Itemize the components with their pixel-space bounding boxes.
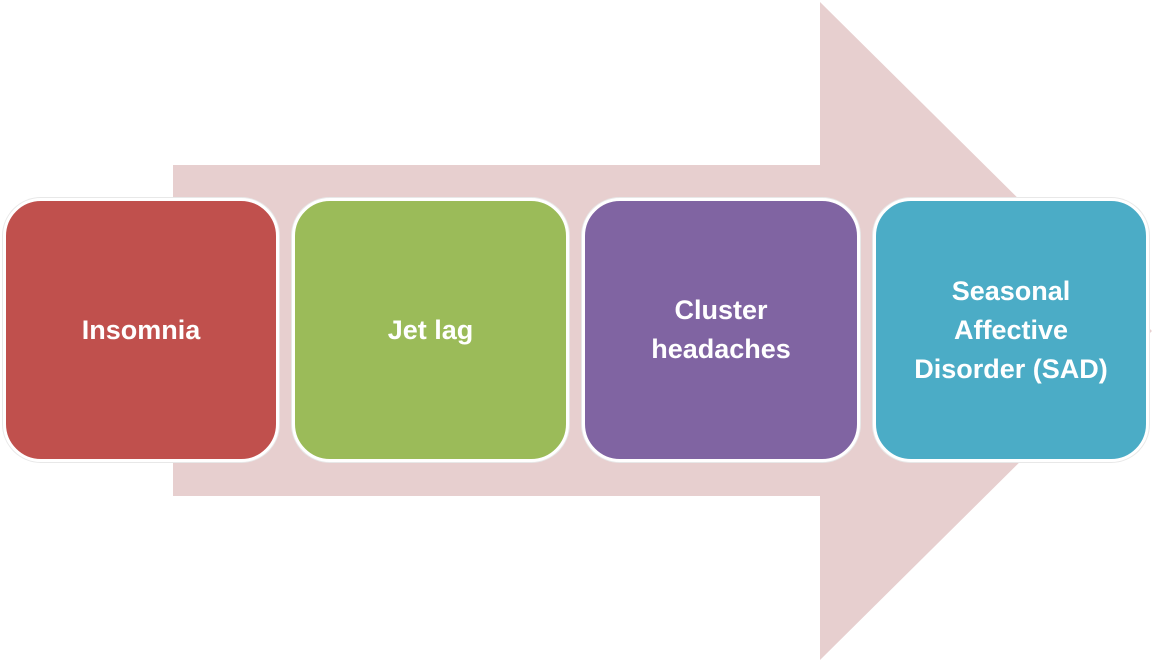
step-box-insomnia: Insomnia: [3, 198, 279, 462]
step-label-seasonal-affective-disorder: Seasonal Affective Disorder (SAD): [914, 275, 1108, 384]
step-box-jet-lag: Jet lag: [292, 198, 569, 462]
step-box-cluster-headaches: Cluster headaches: [582, 198, 860, 462]
step-label-cluster-headaches: Cluster headaches: [651, 295, 791, 364]
step-label-jet-lag: Jet lag: [387, 314, 474, 345]
step-box-seasonal-affective-disorder: Seasonal Affective Disorder (SAD): [873, 198, 1149, 462]
step-label-insomnia: Insomnia: [81, 314, 201, 345]
